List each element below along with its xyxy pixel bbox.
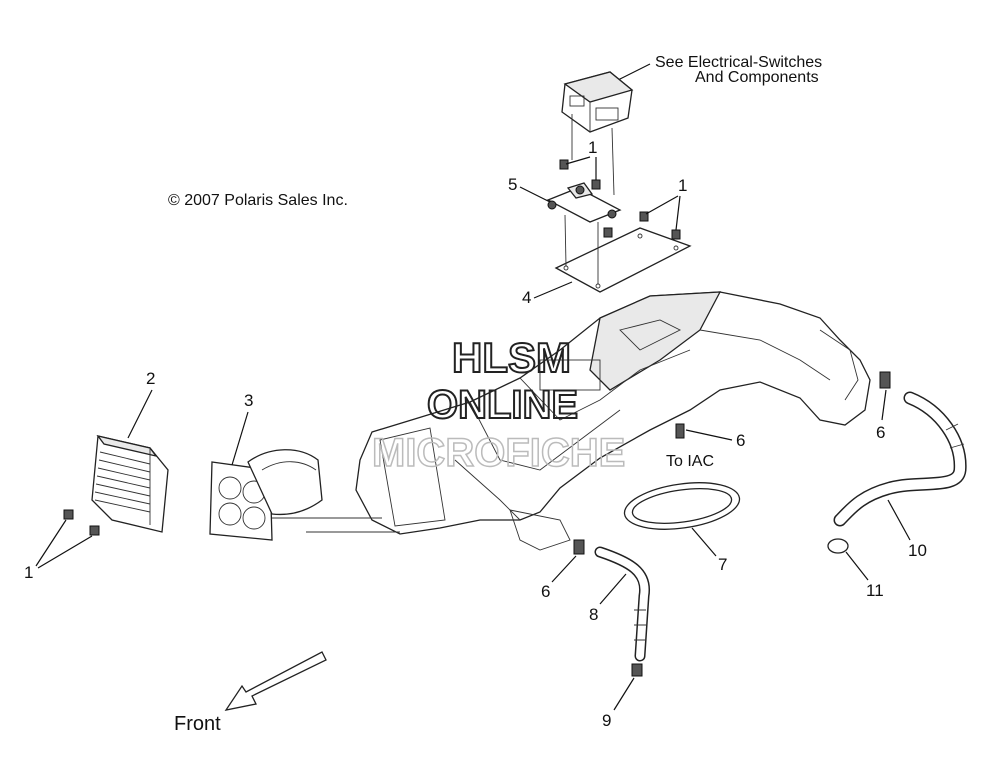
callout-6-iac: 6 [736, 431, 745, 450]
callout-6-right: 6 [876, 423, 885, 442]
callout-1-left: 1 [24, 563, 33, 582]
callout-10: 10 [908, 541, 927, 560]
cap [631, 663, 643, 677]
intake-boot [209, 449, 400, 541]
callout-1-right: 1 [678, 176, 687, 195]
callout-7: 7 [718, 555, 727, 574]
callout-1-top: 1 [588, 138, 597, 157]
airbox-housing [355, 291, 871, 551]
front-direction-arrow [224, 651, 327, 711]
air-filter [91, 434, 169, 533]
callout-9: 9 [602, 711, 611, 730]
watermark-line3: MICROFICHE [372, 431, 625, 475]
fitting-iac [675, 423, 685, 439]
watermark-line2: ONLINE [427, 383, 578, 427]
iac-reference: To IAC [666, 453, 714, 470]
bolt-set-filter [63, 509, 100, 536]
electrical-reference-line2: And Components [695, 69, 819, 86]
fitting-bottom [573, 539, 585, 555]
callout-8: 8 [589, 605, 598, 624]
gasket [623, 482, 741, 530]
hose-upper [833, 391, 967, 527]
callout-3: 3 [244, 391, 253, 410]
callout-2: 2 [146, 369, 155, 388]
callout-4: 4 [522, 288, 531, 307]
mounting-bracket [546, 182, 622, 223]
hose-lower [594, 546, 651, 662]
callout-5: 5 [508, 175, 517, 194]
electrical-reference-leader [613, 63, 651, 83]
watermark-line1: HLSM [452, 334, 571, 381]
mounting-plate [554, 214, 692, 293]
copyright-text: © 2007 Polaris Sales Inc. [168, 192, 348, 209]
callout-6-bottom: 6 [541, 582, 550, 601]
callout-11: 11 [866, 581, 884, 600]
fitting-right [879, 371, 891, 389]
clamp [827, 538, 849, 554]
electrical-reference-line1: See Electrical-Switches [655, 54, 822, 71]
ecu-module [561, 71, 634, 196]
front-label: Front [174, 713, 221, 735]
